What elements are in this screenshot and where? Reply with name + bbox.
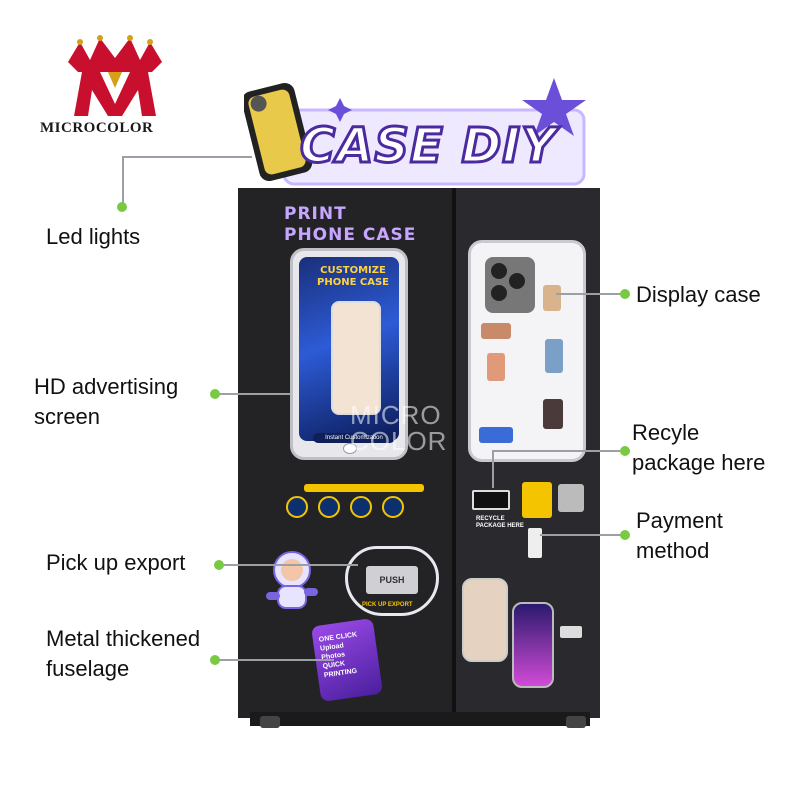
- recycle-caption-line-1: RECYCLE: [476, 516, 505, 522]
- display-sample-1: [543, 285, 561, 311]
- callout-line-pickup: [218, 564, 358, 566]
- display-phone-case-large: [485, 257, 535, 313]
- label-hd-line-2: screen: [34, 404, 101, 429]
- label-metal-line-2: fuselage: [46, 656, 130, 681]
- display-sample-5: [543, 399, 563, 429]
- sample-case-cat: [462, 578, 508, 662]
- watermark-line-1: MICRO: [350, 400, 442, 430]
- callout-dot-pickup: [214, 560, 224, 570]
- label-led-lights: Led lights: [46, 224, 141, 249]
- display-case: [468, 240, 586, 462]
- recycle-caption-line-2: PACKAGE HERE: [476, 523, 524, 529]
- sample-phone-case: [331, 301, 381, 415]
- display-sample-2: [481, 323, 511, 339]
- label-pick-up-export: Pick up export: [46, 550, 186, 575]
- display-sample-4: [487, 353, 505, 381]
- print-title: PRINT PHONE CASE: [284, 204, 416, 246]
- screen-headline: CUSTOMIZE PHONE CASE: [307, 265, 399, 289]
- card-reader[interactable]: [528, 528, 542, 558]
- watermark-line-2: COLOR: [350, 426, 448, 456]
- display-sample-6: [479, 427, 513, 443]
- callout-line-payment: [540, 534, 624, 536]
- label-recycle-package: Recyle package here: [632, 418, 765, 478]
- sparkle-icon: [328, 98, 352, 122]
- callout-dot-metal: [210, 655, 220, 665]
- star-icon: [522, 78, 586, 136]
- sign-frame: [244, 78, 586, 186]
- brand-name: MICROCOLOR: [40, 120, 154, 136]
- caster-wheel-right-icon: [566, 716, 586, 728]
- step-3-icon: [350, 496, 372, 518]
- label-hd-line-1: HD advertising: [34, 374, 179, 399]
- pickup-caption: PICK UP EXPORT: [362, 602, 413, 608]
- label-metal-line-1: Metal thickened: [46, 626, 201, 651]
- callout-line-hd: [214, 393, 290, 395]
- screen-headline-line-2: PHONE CASE: [317, 277, 389, 288]
- label-payment-method: Payment method: [636, 506, 723, 566]
- display-sample-3: [545, 339, 563, 373]
- callout-line-led-v: [122, 156, 124, 206]
- callout-line-metal: [214, 659, 334, 661]
- callout-dot-payment: [620, 530, 630, 540]
- callout-dot-recycle: [620, 446, 630, 456]
- crown-logo-icon: [68, 35, 162, 116]
- sample-case-city: [512, 602, 554, 688]
- step-2-icon: [318, 496, 340, 518]
- coin-slot[interactable]: [560, 626, 582, 638]
- screen-content: CUSTOMIZE PHONE CASE Instant Customizati…: [299, 257, 399, 443]
- callout-line-display: [556, 293, 624, 295]
- step-1-icon: [286, 496, 308, 518]
- callout-line-recycle-v: [492, 450, 494, 488]
- push-button[interactable]: PUSH: [366, 566, 418, 594]
- recycle-caption: RECYCLE PACKAGE HERE: [476, 516, 524, 530]
- hd-advertising-screen[interactable]: CUSTOMIZE PHONE CASE Instant Customizati…: [290, 248, 408, 460]
- caster-wheel-left-icon: [260, 716, 280, 728]
- label-recycle-line-1: Recyle: [632, 420, 700, 445]
- watermark: MICRO COLOR: [350, 402, 447, 454]
- sign-title: CASE DIY: [299, 117, 558, 176]
- cabinet-divider: [452, 188, 456, 718]
- print-title-line-1: PRINT: [284, 204, 347, 224]
- label-payment-line-2: method: [636, 538, 710, 563]
- label-metal-fuselage: Metal thickened fuselage: [46, 624, 200, 684]
- callout-dot-led: [117, 202, 127, 212]
- label-hd-screen: HD advertising screen: [34, 372, 178, 432]
- callout-dot-hd: [210, 389, 220, 399]
- cabinet-base: [250, 712, 590, 726]
- home-button-icon: [343, 443, 357, 454]
- astronaut-icon: [266, 551, 318, 609]
- label-display-case: Display case: [636, 282, 761, 307]
- recycle-slot[interactable]: [472, 490, 510, 510]
- label-recycle-line-2: package here: [632, 450, 766, 475]
- receipt-printer: [558, 484, 584, 512]
- label-payment-line-1: Payment: [636, 508, 723, 533]
- callout-line-recycle: [492, 450, 624, 452]
- callout-dot-display: [620, 289, 630, 299]
- step-4-icon: [382, 496, 404, 518]
- screen-footer: Instant Customization: [313, 433, 395, 443]
- print-title-line-2: PHONE CASE: [284, 225, 417, 245]
- steps-banner: [304, 484, 424, 492]
- pickup-frame: [345, 546, 439, 616]
- callout-line-led: [122, 156, 252, 158]
- payment-terminal[interactable]: [522, 482, 552, 518]
- screen-headline-line-1: CUSTOMIZE: [320, 265, 386, 276]
